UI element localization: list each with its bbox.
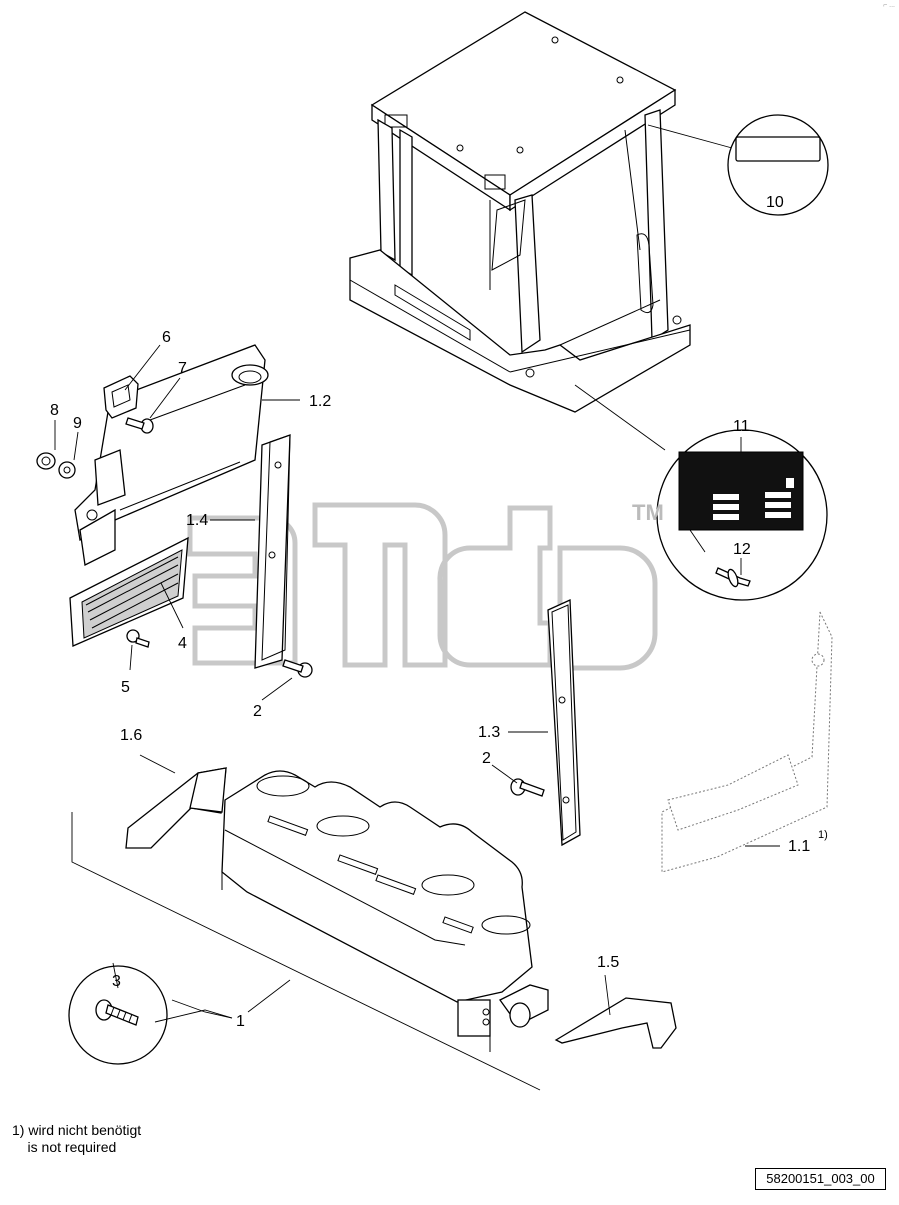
panel-1-1-not-required (661, 611, 833, 873)
label-5: 5 (121, 679, 130, 696)
main-housing-1 (221, 770, 549, 1052)
document-number: 58200151_003_00 (755, 1168, 886, 1190)
label-6: 6 (162, 329, 171, 346)
label-10: 10 (766, 194, 784, 211)
label-1: 1 (236, 1013, 245, 1030)
label-1-1: 1.1 (788, 838, 810, 855)
cab-frame (349, 11, 691, 413)
label-1-1-footnote-mark: 1) (818, 829, 828, 841)
label-1-5: 1.5 (597, 954, 619, 971)
label-4: 4 (178, 635, 187, 652)
label-9: 9 (73, 415, 82, 432)
label-3: 3 (112, 973, 121, 990)
label-2-lower: 2 (482, 750, 491, 767)
footnote-german: 1) wird nicht benötigt (12, 1122, 142, 1138)
grille-4 (69, 536, 189, 647)
label-8: 8 (50, 402, 59, 419)
label-2-upper: 2 (253, 703, 262, 720)
panel-1-2 (74, 344, 269, 566)
duct-piece-1-6 (125, 767, 227, 849)
footnote-english: is not required (12, 1139, 117, 1155)
label-1-4: 1.4 (186, 512, 208, 529)
strip-1-3 (547, 599, 581, 847)
corner-mark: ⌐ ... (883, 2, 895, 9)
watermark-logo: TM (187, 500, 664, 671)
nut-8 (36, 452, 56, 470)
leader-lines (54, 344, 780, 1091)
strip-1-4 (254, 434, 291, 669)
bolt-2-lower (510, 778, 545, 797)
callout-10-decal (647, 114, 829, 216)
label-1-6: 1.6 (120, 727, 142, 744)
label-1-3: 1.3 (478, 724, 500, 741)
label-11: 11 (733, 418, 750, 435)
footnote: 1) wird nicht benötigt is not required (12, 1122, 141, 1156)
screw-5 (126, 629, 150, 648)
bolt-2-upper (282, 659, 313, 678)
bracket-6 (103, 375, 139, 419)
cover-piece-1-5 (554, 997, 677, 1049)
part-number-labels: 6 7 1.2 8 9 10 11 12 1.4 4 5 2 1.6 1.3 2… (50, 194, 828, 1030)
washer-9 (58, 461, 76, 479)
label-12: 12 (733, 541, 751, 558)
label-7: 7 (178, 360, 187, 377)
trademark-symbol: TM (632, 500, 664, 525)
rivet-12 (715, 558, 751, 588)
label-1-2: 1.2 (309, 393, 331, 410)
bolt-7 (125, 417, 154, 434)
callout-3-screw (68, 965, 168, 1065)
callout-11-plate (574, 384, 828, 601)
